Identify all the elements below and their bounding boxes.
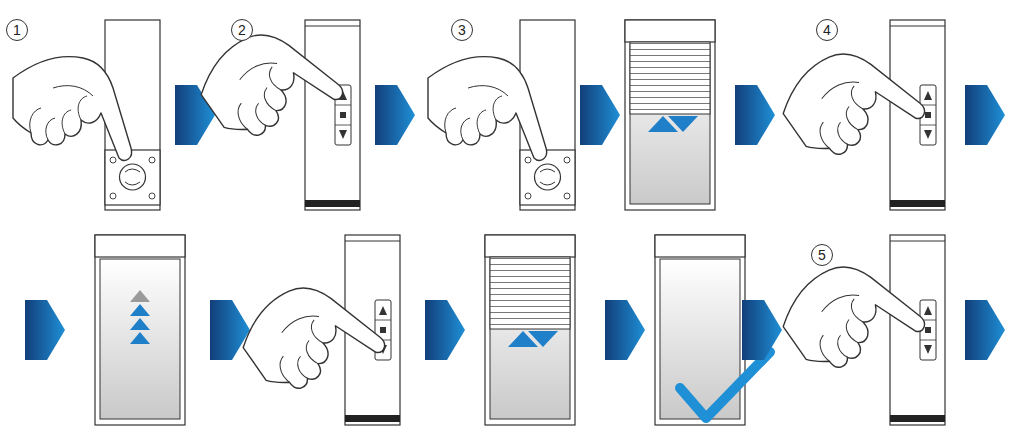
callout-number: 5 [811,244,833,266]
callout-number: 1 [6,19,28,41]
callout-number: 4 [816,19,838,41]
callout-number: 2 [231,19,253,41]
callout-number: 3 [451,19,473,41]
